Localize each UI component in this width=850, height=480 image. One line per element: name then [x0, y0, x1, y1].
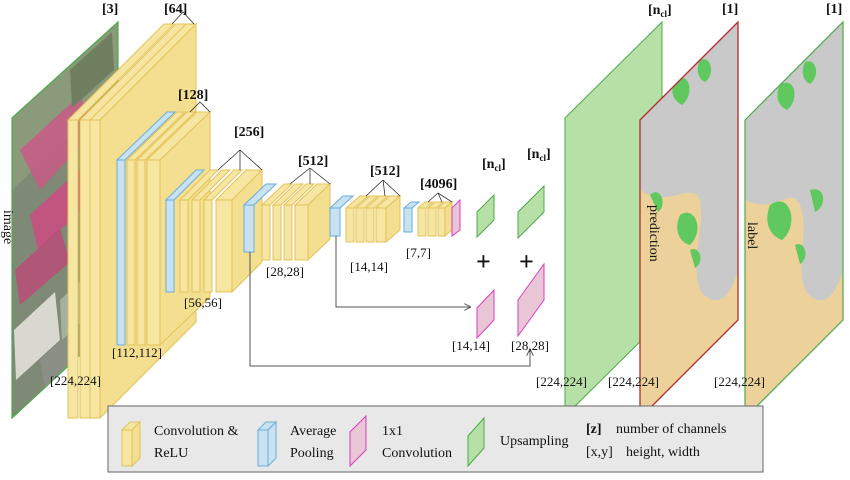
size-label-224-input: [224,224] — [50, 373, 101, 388]
prediction-label: prediction — [646, 205, 661, 262]
plus-sign-2: + — [519, 247, 534, 276]
image-label: image — [0, 210, 15, 244]
skip-connections — [249, 236, 530, 367]
legend-conv: Convolution & ReLU — [120, 420, 239, 468]
legend-conv-line1: Convolution & — [154, 424, 239, 439]
size-label-224-label: [224,224] — [714, 374, 765, 389]
legend-upsampling: Upsampling — [467, 416, 568, 468]
legend-conv1x1-line1: 1x1 — [382, 424, 403, 439]
size-label-56: [56,56] — [184, 295, 222, 310]
legend-pool-line1: Average — [290, 424, 336, 439]
channel-label-1-b: [1] — [826, 2, 842, 17]
channel-label-128: [128] — [178, 88, 208, 103]
channel-label-3: [3] — [102, 2, 118, 17]
channel-label-512-b: [512] — [370, 164, 400, 179]
upsampling-small-2 — [517, 184, 545, 240]
channel-label-512-a: [512] — [298, 154, 328, 169]
channel-label-ncl-3: [ncl] — [648, 3, 672, 19]
label-map — [745, 22, 843, 418]
legend-xy-desc: height, width — [626, 445, 700, 460]
size-label-7: [7,7] — [406, 245, 431, 260]
legend-box — [107, 405, 764, 473]
upsampling-small-1 — [476, 193, 495, 239]
plus-sign-1: + — [476, 247, 491, 276]
size-label-28-b: [28,28] — [511, 338, 549, 353]
legend-conv-line2: ReLU — [154, 446, 188, 461]
channel-label-256: [256] — [234, 125, 264, 140]
legend: Convolution & ReLU Average Pooling 1x1 C… — [107, 405, 764, 473]
legend-notation: [z] number of channels [x,y] height, wid… — [586, 422, 726, 460]
conv1x1-skip-1 — [476, 288, 495, 340]
legend-pool-line2: Pooling — [290, 446, 334, 461]
legend-z-key: [z] — [586, 422, 602, 437]
conv1x1-skip-2 — [517, 262, 545, 338]
conv-block-512-b — [328, 194, 402, 244]
channel-label-64: [64] — [164, 2, 187, 17]
channel-label-4096: [4096] — [420, 177, 457, 192]
channel-label-ncl-1: [ncl] — [482, 157, 506, 173]
legend-pool: Average Pooling — [256, 420, 336, 468]
conv-block-4096 — [402, 198, 461, 238]
size-label-112: [112,112] — [112, 345, 162, 360]
legend-upsampling-text: Upsampling — [500, 434, 568, 449]
size-label-224-pred: [224,224] — [608, 374, 659, 389]
channel-label-ncl-2: [ncl] — [527, 147, 551, 163]
label-border — [744, 20, 844, 420]
size-label-14-b: [14,14] — [452, 338, 490, 353]
label-map-label: label — [744, 222, 759, 249]
legend-conv1x1-line2: Convolution — [382, 446, 452, 461]
size-label-28-a: [28,28] — [266, 264, 304, 279]
size-label-14-a: [14,14] — [350, 259, 388, 274]
channel-brackets — [171, 11, 453, 203]
legend-conv1x1: 1x1 Convolution — [349, 414, 452, 468]
prediction-border — [639, 20, 739, 420]
legend-z-desc: number of channels — [616, 422, 726, 437]
prediction-map — [640, 22, 738, 418]
size-label-224-up: [224,224] — [536, 374, 587, 389]
legend-xy-key: [x,y] — [586, 445, 613, 460]
channel-label-1-a: [1] — [722, 2, 738, 17]
